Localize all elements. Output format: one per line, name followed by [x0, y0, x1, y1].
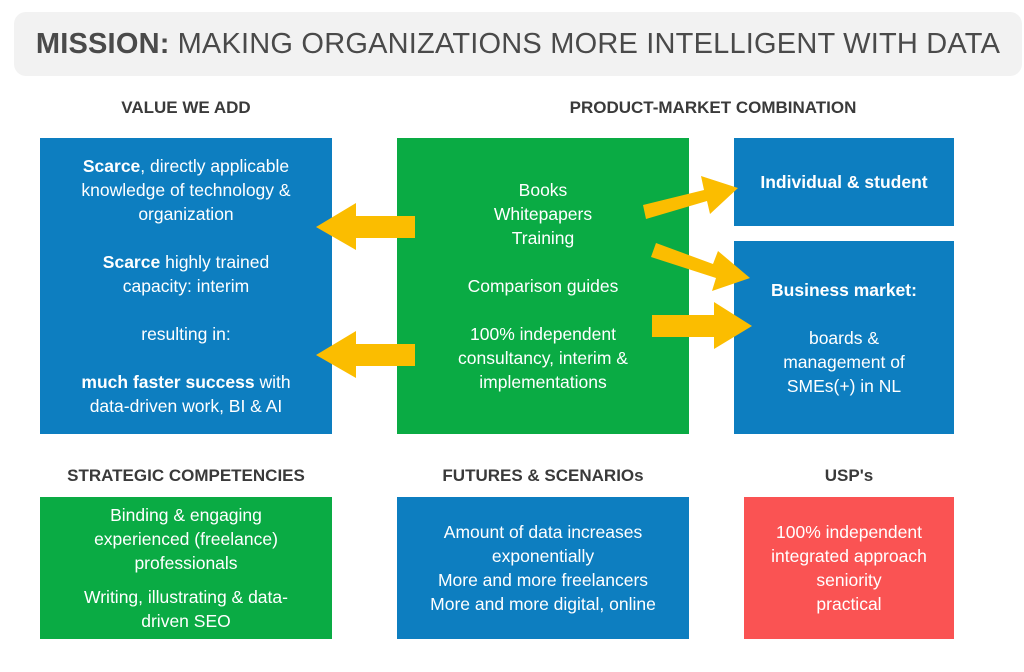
individual-label: Individual & student	[760, 172, 928, 192]
business-l3: SMEs(+) in NL	[786, 375, 902, 396]
comp-l3: professionals	[134, 553, 238, 573]
value-l5: capacity: interim	[122, 276, 250, 296]
product-l6: consultancy, interim &	[458, 348, 628, 368]
value-l1-bold: Scarce	[82, 156, 141, 176]
futures-l4: More and more digital, online	[430, 594, 656, 614]
product-l3: Training	[511, 228, 575, 248]
arrow-to-business-top	[651, 243, 750, 291]
mission-banner: MISSION: MAKING ORGANIZATIONS MORE INTEL…	[14, 12, 1022, 76]
arrow-to-individual	[643, 176, 738, 219]
usp-box: 100% independent integrated approach sen…	[744, 497, 954, 639]
mission-text: MAKING ORGANIZATIONS MORE INTELLIGENT WI…	[177, 27, 1001, 60]
product-l2: Whitepapers	[493, 204, 593, 224]
usp-l2: integrated approach	[771, 546, 927, 566]
comp-l5: driven SEO	[141, 611, 231, 631]
value-box: Scarce, directly applicable knowledge of…	[40, 138, 332, 434]
value-l4-rest: highly trained	[160, 252, 270, 272]
heading-pmc: PRODUCT-MARKET COMBINATION	[569, 98, 857, 117]
usp-l4: practical	[816, 594, 882, 614]
futures-l3: More and more freelancers	[437, 570, 649, 590]
arrow-left-bottom	[316, 331, 415, 378]
business-l1: boards &	[808, 327, 880, 348]
value-l1-rest: , directly applicable	[140, 156, 290, 176]
product-l5: 100% independent	[470, 324, 616, 344]
heading-value: VALUE WE ADD	[121, 98, 251, 117]
arrow-to-business-bottom	[652, 302, 752, 349]
value-l7-bold: much faster success	[81, 372, 255, 392]
value-l3: organization	[138, 204, 234, 224]
individual-box: Individual & student	[734, 138, 954, 226]
value-l2: knowledge of technology &	[81, 180, 291, 200]
business-title: Business market:	[771, 279, 917, 300]
value-l4-bold: Scarce	[102, 252, 161, 272]
futures-box: Amount of data increases exponentially M…	[397, 497, 689, 639]
value-l6: resulting in:	[141, 324, 231, 344]
product-l7: implementations	[479, 372, 607, 392]
comp-l4: Writing, illustrating & data-	[84, 587, 288, 607]
heading-usp: USP's	[824, 466, 874, 485]
business-box: Business market: boards & management of …	[734, 241, 954, 434]
product-l1: Books	[518, 180, 568, 200]
value-l8: data-driven work, BI & AI	[89, 396, 283, 416]
mission-label: MISSION:	[35, 27, 170, 60]
product-l4: Comparison guides	[467, 276, 619, 296]
competencies-box: Binding & engaging experienced (freelanc…	[40, 497, 332, 639]
heading-futures: FUTURES & SCENARIOs	[442, 466, 644, 485]
heading-competencies: STRATEGIC COMPETENCIES	[67, 466, 305, 485]
product-box: Books Whitepapers Training Comparison gu…	[397, 138, 689, 434]
business-l2: management of	[783, 351, 905, 372]
comp-l1: Binding & engaging	[110, 505, 262, 525]
usp-l3: seniority	[816, 570, 882, 590]
futures-l1: Amount of data increases	[443, 522, 643, 542]
value-l7-rest: with	[254, 372, 291, 392]
futures-l2: exponentially	[491, 546, 595, 566]
comp-l2: experienced (freelance)	[94, 529, 278, 549]
usp-l1: 100% independent	[776, 522, 922, 542]
arrow-left-top	[316, 203, 415, 250]
